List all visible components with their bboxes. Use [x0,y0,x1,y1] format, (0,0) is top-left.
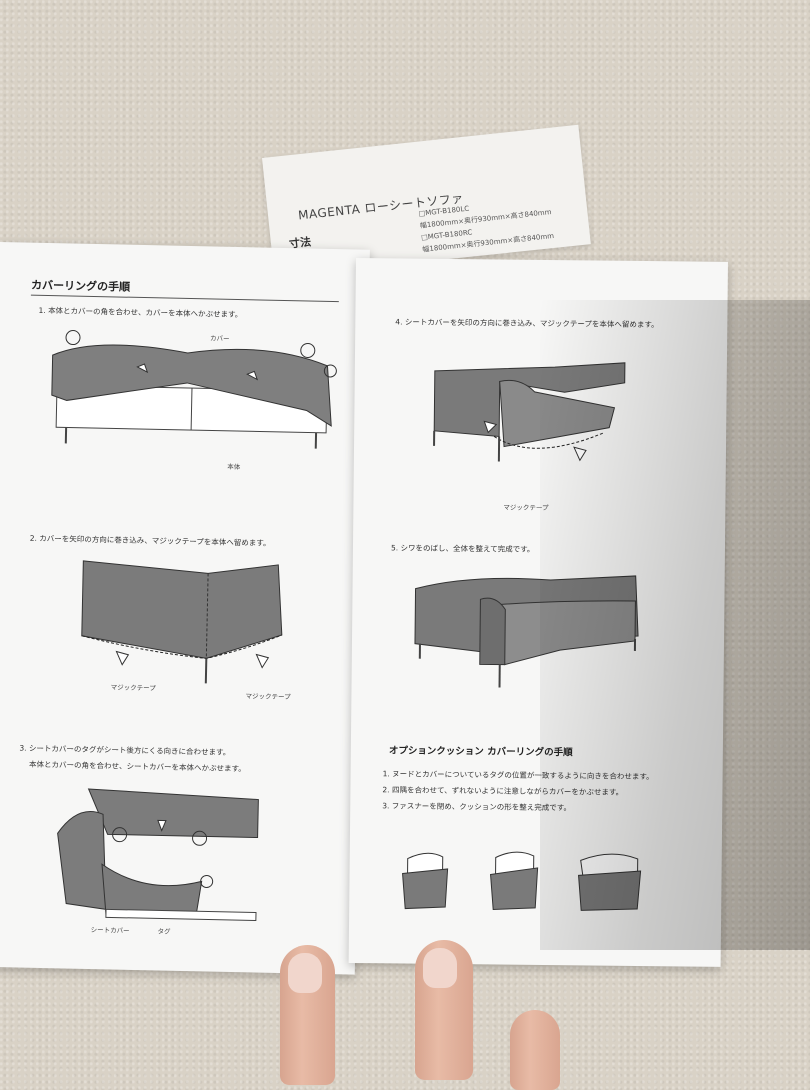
step-5-illustration [409,569,650,697]
finger-2 [415,940,473,1080]
seat-cover-label: シートカバー [91,924,130,935]
cushion-step-3 [578,854,641,911]
step-3-illustration [46,783,269,938]
cushion-illustrations [397,848,668,921]
step-1-illustration [36,325,339,461]
step-3-line-1: 3. シートカバーのタグがシート後方にくる向きに合わせます。 [19,743,230,758]
step-4-illustration [424,351,636,498]
tag-label: タグ [158,925,171,935]
step-4-magic-tape-label: マジックテープ [503,502,548,512]
title-divider [31,295,339,302]
step-2-illustration [76,556,299,701]
option-title: オプションクッション カバーリングの手順 [389,742,573,758]
finger-3 [510,1010,560,1090]
cushion-step-2 [490,852,538,910]
cushion-step-1 [402,853,448,909]
step-3-line-2: 本体とカバーの角を合わせ、シートカバーを本体へかぶせます。 [29,759,246,775]
step-4-text: 4. シートカバーを矢印の方向に巻き込み、マジックテープを本体へ留めます。 [395,316,658,330]
cover-label: カバー [210,332,230,342]
body-label: 本体 [227,461,240,471]
holding-fingers [270,940,570,1080]
option-step-1: 1. ヌードとカバーについているタグの位置が一致するように向きを合わせます。 [383,768,654,782]
page-title: カバーリングの手順 [31,277,130,295]
magic-tape-label-b: マジックテープ [245,690,290,701]
finger-1 [280,945,335,1085]
step-1-text: 1. 本体とカバーの角を合わせ、カバーを本体へかぶせます。 [38,305,242,320]
right-page: 4. シートカバーを矢印の方向に巻き込み、マジックテープを本体へ留めます。 マジ… [349,258,728,967]
option-step-3: 3. ファスナーを閉め、クッションの形を整え完成です。 [382,800,571,813]
step-2-text: 2. カバーを矢印の方向に巻き込み、マジックテープを本体へ留めます。 [30,533,271,549]
left-page: カバーリングの手順 1. 本体とカバーの角を合わせ、カバーを本体へかぶせます。 … [0,242,370,975]
magic-tape-label-a: マジックテープ [111,681,156,692]
step-5-text: 5. シワをのばし、全体を整えて完成です。 [391,542,535,555]
option-step-2: 2. 四隅を合わせて、ずれないように注意しながらカバーをかぶせます。 [382,784,623,798]
